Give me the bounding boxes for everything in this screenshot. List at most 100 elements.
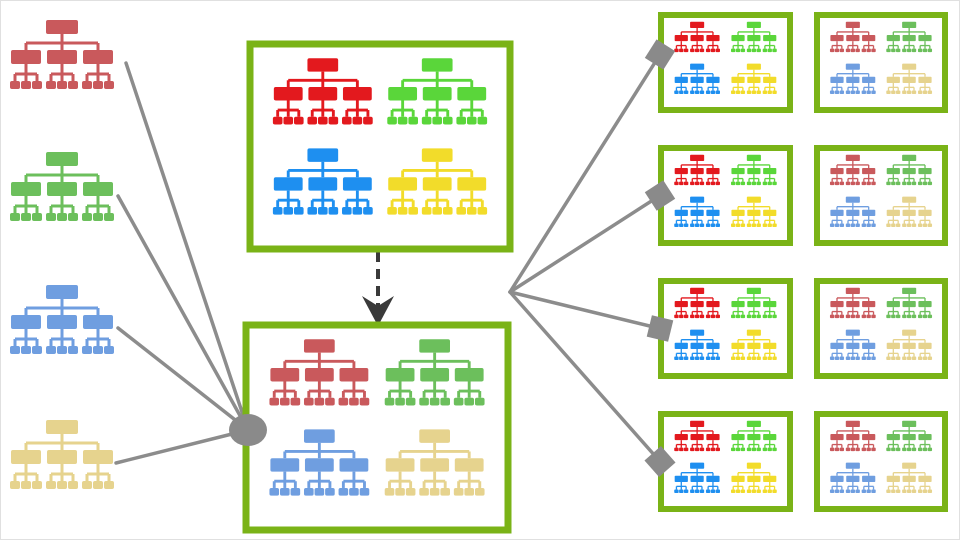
tree-mid-box: [918, 168, 932, 175]
tree-root-box: [845, 287, 860, 294]
tree-leaf-box: [845, 489, 851, 493]
tree-mid-box: [846, 434, 860, 441]
tree-mid-box: [902, 301, 916, 308]
tree-mid-box: [706, 434, 720, 441]
tree-leaf-box: [104, 213, 114, 221]
tree-leaf-box: [756, 48, 761, 53]
tree-leaf-box: [477, 116, 488, 125]
tree-leaf-box: [772, 181, 777, 186]
tree-root-box: [307, 148, 339, 162]
tree-leaf-box: [902, 356, 907, 360]
tree-mid-box: [706, 76, 720, 83]
master-box-tree-blue: [272, 148, 373, 215]
tree-leaf-box: [746, 90, 752, 94]
tree-leaf-box: [694, 447, 700, 452]
tree-leaf-box: [861, 356, 867, 360]
tree-leaf-box: [32, 481, 42, 489]
tree-leaf-box: [922, 90, 928, 94]
output-box-r4-c2-tree-yellow: [886, 462, 933, 493]
tree-mid-box: [918, 434, 932, 441]
tree-leaf-box: [902, 181, 907, 186]
tree-mid-box: [690, 475, 704, 482]
tree-mid-box: [846, 301, 860, 308]
tree-root-box: [690, 21, 705, 28]
tree-root-box: [419, 339, 451, 353]
tree-leaf-box: [751, 223, 757, 227]
tree-leaf-box: [906, 223, 912, 227]
combined-box: [242, 321, 512, 534]
tree-leaf-box: [683, 223, 689, 227]
tree-mid-box: [304, 458, 334, 472]
tree-mid-box: [83, 450, 113, 464]
tree-mid-box: [886, 76, 900, 83]
tree-mid-box: [747, 168, 761, 175]
tree-leaf-box: [850, 48, 856, 53]
tree-leaf-box: [866, 447, 871, 452]
tree-mid-box: [731, 475, 745, 482]
tree-leaf-box: [922, 447, 928, 452]
fanout-square-node-4: [644, 445, 676, 478]
tree-leaf-box: [756, 314, 761, 319]
tree-leaf-box: [683, 447, 689, 452]
tree-leaf-box: [866, 181, 871, 186]
tree-leaf-box: [895, 90, 901, 94]
tree-leaf-box: [839, 447, 845, 452]
tree-mid-box: [83, 182, 113, 196]
tree-leaf-box: [699, 447, 705, 452]
tree-leaf-box: [911, 314, 917, 319]
tree-leaf-box: [21, 213, 31, 221]
tree-mid-box: [11, 315, 41, 329]
tree-root-box: [746, 154, 761, 161]
tree-leaf-box: [699, 181, 705, 186]
tree-leaf-box: [927, 314, 933, 319]
tree-leaf-box: [906, 447, 912, 452]
output-box-r4-c2-tree-green: [886, 420, 933, 452]
tree-leaf-box: [440, 397, 451, 406]
tree-leaf-box: [710, 90, 716, 94]
tree-leaf-box: [839, 314, 845, 319]
tree-leaf-box: [674, 489, 679, 493]
tree-leaf-box: [756, 223, 761, 227]
tree-leaf-box: [715, 90, 720, 94]
tree-leaf-box: [767, 356, 772, 360]
output-box-r2-c2-tree-yellow: [886, 196, 933, 227]
tree-leaf-box: [384, 397, 395, 406]
tree-mid-box: [706, 35, 720, 42]
tree-leaf-box: [328, 206, 339, 215]
tree-leaf-box: [453, 397, 464, 406]
output-box-r1-c2-tree-blue: [829, 63, 876, 94]
tree-leaf-box: [683, 48, 689, 53]
tree-leaf-box: [740, 356, 746, 360]
tree-mid-box: [886, 168, 900, 175]
tree-leaf-box: [93, 81, 103, 89]
tree-root-box: [746, 462, 761, 469]
tree-mid-box: [902, 434, 916, 441]
tree-leaf-box: [690, 181, 695, 186]
tree-leaf-box: [715, 356, 720, 360]
output-box-r2-c1-tree-yellow: [731, 196, 777, 227]
tree-leaf-box: [911, 48, 917, 53]
tree-leaf-box: [850, 90, 856, 94]
tree-leaf-box: [911, 489, 917, 493]
tree-mid-box: [918, 342, 932, 349]
tree-leaf-box: [731, 48, 736, 53]
combined-box-tree-green: [384, 339, 485, 406]
tree-leaf-box: [307, 116, 318, 125]
tree-leaf-box: [68, 81, 78, 89]
tree-leaf-box: [694, 181, 700, 186]
source-tree-yellow: [10, 420, 114, 489]
tree-leaf-box: [699, 314, 705, 319]
tree-mid-box: [763, 301, 777, 308]
tree-leaf-box: [891, 489, 896, 493]
tree-root-box: [46, 285, 78, 299]
tree-leaf-box: [911, 223, 917, 227]
tree-mid-box: [902, 76, 916, 83]
output-box-r1-c2-tree-green: [886, 21, 933, 53]
tree-leaf-box: [756, 356, 761, 360]
tree-leaf-box: [917, 48, 923, 53]
tree-leaf-box: [891, 90, 896, 94]
tree-root-box: [421, 148, 453, 162]
tree-leaf-box: [314, 487, 325, 496]
tree-leaf-box: [280, 397, 290, 406]
tree-leaf-box: [891, 181, 896, 186]
